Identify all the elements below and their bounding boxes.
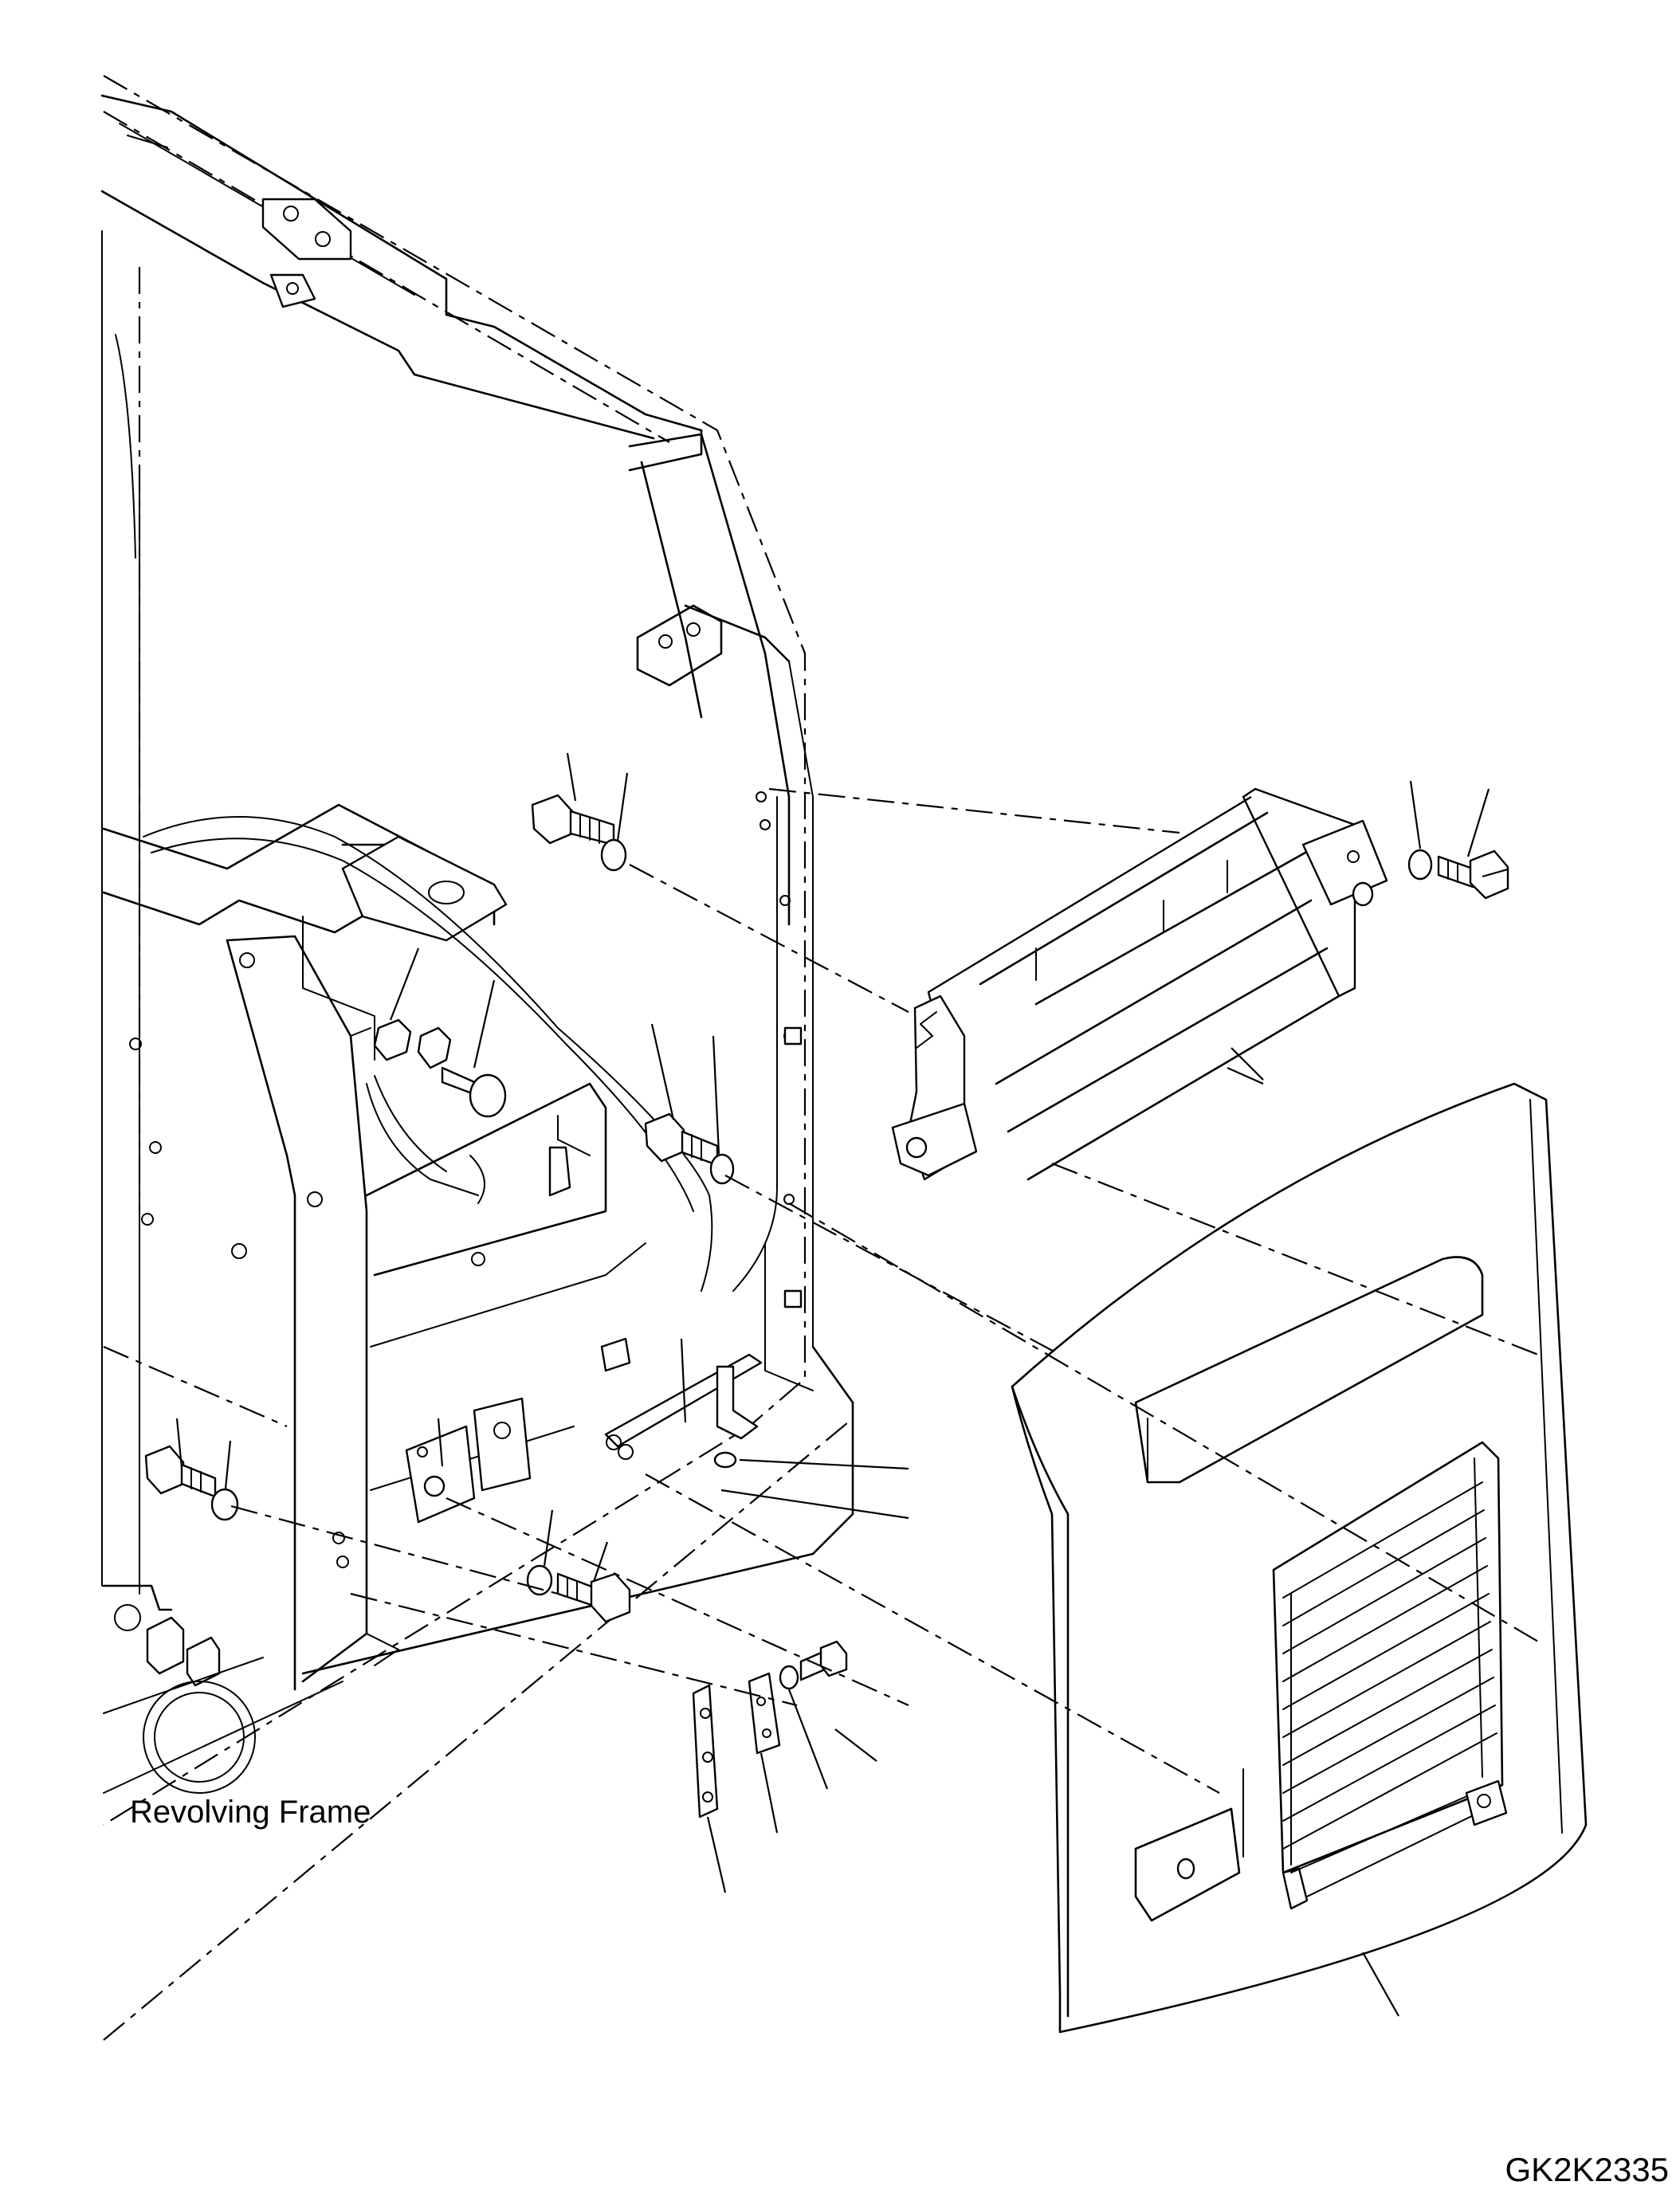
bolt-lower-mid — [556, 1572, 631, 1623]
washer-middle — [709, 1153, 735, 1185]
louver-duct — [891, 787, 1388, 1181]
leader-lines — [175, 752, 1490, 2017]
washer-lower-left — [210, 1488, 239, 1521]
bolt-right — [1437, 849, 1509, 900]
bolt-middle — [644, 1112, 719, 1167]
revolving-frame-label: Revolving Frame — [130, 1795, 371, 1830]
washer-lower-mid — [526, 1564, 553, 1596]
knob — [469, 1073, 507, 1118]
cover-panel — [1011, 1082, 1588, 2034]
alignment-lines — [230, 787, 1539, 1794]
bolt-upper-left — [531, 794, 615, 846]
latch-bracket — [748, 1672, 781, 1755]
figure-code: GK2K2335 — [1505, 2151, 1670, 2188]
washer-upper-left — [600, 838, 627, 872]
hardware — [144, 794, 1509, 1818]
revolving-frame — [100, 75, 854, 2041]
bracket-plate — [405, 1425, 476, 1524]
washer-right — [1407, 849, 1433, 881]
washer-latch — [779, 1665, 799, 1690]
nut-2 — [417, 1026, 452, 1069]
bolt-latch — [799, 1640, 848, 1681]
latch-bar — [692, 1684, 719, 1818]
nut — [373, 1018, 412, 1061]
